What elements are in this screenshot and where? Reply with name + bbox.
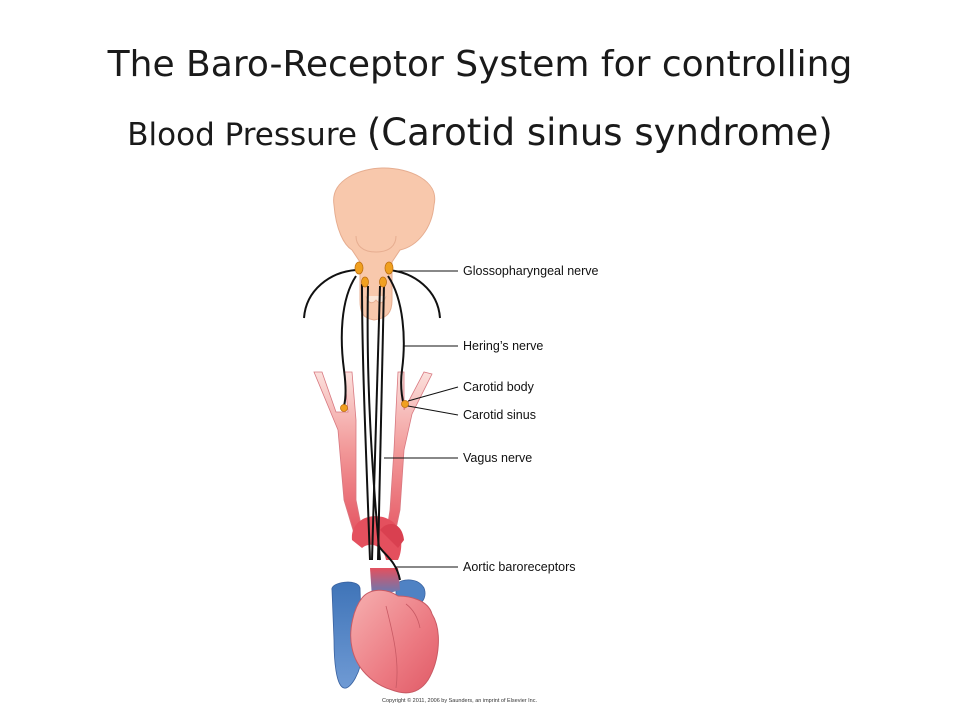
ganglion-right-lower bbox=[379, 276, 387, 288]
heart-illustration bbox=[350, 589, 439, 694]
ganglia bbox=[340, 261, 409, 412]
carotid-body-left bbox=[340, 404, 348, 412]
artery-illustration bbox=[313, 371, 433, 560]
label-aortic-baroreceptors: Aortic baroreceptors bbox=[463, 560, 576, 574]
copyright-notice: Copyright © 2011, 2006 by Saunders, an i… bbox=[382, 697, 537, 704]
ganglion-left-lower bbox=[361, 276, 369, 288]
ganglion-right-upper bbox=[384, 261, 394, 275]
title-line-2: Blood Pressure (Carotid sinus syndrome) bbox=[0, 102, 960, 171]
slide-title: The Baro-Receptor System for controlling… bbox=[0, 34, 960, 171]
label-carotid-body: Carotid body bbox=[463, 380, 535, 394]
title-line-2-subtitle: (Carotid sinus syndrome) bbox=[366, 111, 833, 154]
label-vagus-nerve: Vagus nerve bbox=[463, 451, 532, 465]
ganglion-left-upper bbox=[354, 261, 364, 275]
label-carotid-sinus: Carotid sinus bbox=[463, 408, 536, 422]
title-line-2-text: Blood Pressure bbox=[127, 117, 367, 153]
carotid-body-right bbox=[401, 400, 409, 408]
nerve-paths bbox=[303, 269, 441, 581]
label-herings-nerve: Hering’s nerve bbox=[463, 339, 543, 353]
leader-lines bbox=[384, 270, 459, 568]
title-line-1: The Baro-Receptor System for controlling bbox=[0, 34, 960, 102]
title-line-1-text: The Baro-Receptor System for controlling bbox=[107, 44, 853, 85]
label-glossopharyngeal-nerve: Glossopharyngeal nerve bbox=[463, 264, 599, 278]
